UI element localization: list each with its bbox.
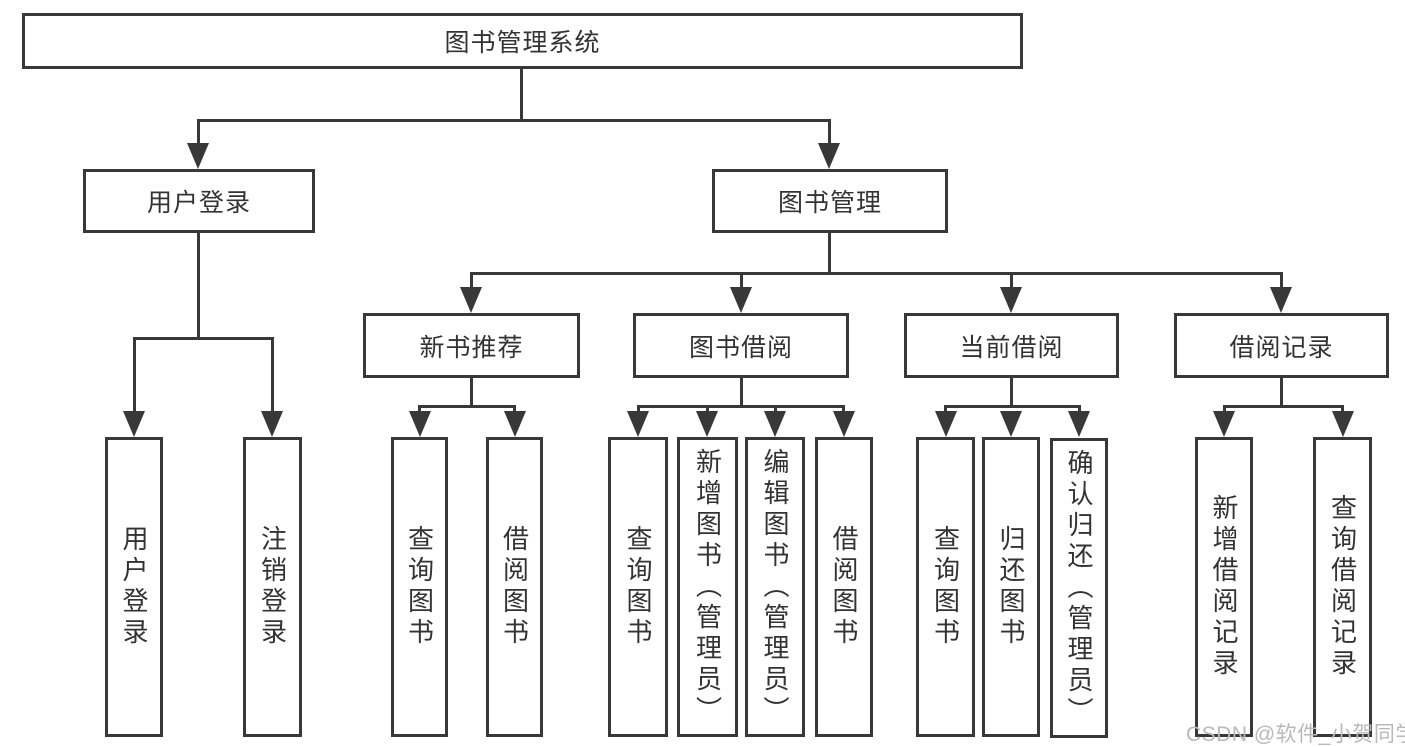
connector-line bbox=[520, 69, 523, 121]
connector-line bbox=[944, 405, 1081, 408]
node-label: 查询图书 bbox=[930, 525, 961, 649]
node-label: 借阅记录 bbox=[1229, 333, 1334, 362]
leaf-query-books-current: 查询图书 bbox=[916, 437, 975, 737]
connector-line bbox=[828, 119, 831, 145]
node-root-library-management-system: 图书管理系统 bbox=[22, 13, 1023, 69]
leaf-logout: 注销登录 bbox=[243, 437, 302, 737]
connector-line bbox=[271, 337, 274, 413]
arrow-down-icon bbox=[696, 411, 718, 437]
arrow-down-icon bbox=[1068, 411, 1090, 437]
connector-line bbox=[774, 405, 777, 413]
connector-line bbox=[944, 405, 947, 413]
node-user-login-branch: 用户登录 bbox=[83, 169, 315, 233]
leaf-edit-books-admin: 编辑图书（管理员） bbox=[745, 437, 805, 737]
connector-line bbox=[470, 272, 1283, 275]
leaf-query-books-recommendation: 查询图书 bbox=[391, 437, 448, 737]
connector-line bbox=[706, 405, 709, 413]
leaf-borrow-books-borrowing: 借阅图书 bbox=[815, 437, 873, 737]
node-label: 当前借阅 bbox=[959, 333, 1064, 362]
connector-line bbox=[828, 233, 831, 275]
node-label: 新增借阅记录 bbox=[1209, 494, 1239, 680]
connector-line bbox=[197, 233, 200, 340]
node-label: 用户登录 bbox=[146, 189, 251, 217]
node-new-book-recommendation: 新书推荐 bbox=[363, 313, 580, 378]
connector-line bbox=[513, 405, 516, 413]
arrow-down-icon bbox=[1000, 411, 1022, 437]
arrow-down-icon bbox=[818, 143, 840, 169]
node-label: 注销登录 bbox=[257, 525, 288, 649]
connector-line bbox=[740, 378, 743, 408]
connector-line bbox=[1010, 272, 1013, 288]
node-label: 编辑图书（管理员） bbox=[760, 447, 790, 727]
connector-line bbox=[133, 337, 136, 413]
arrow-down-icon bbox=[764, 411, 786, 437]
connector-line bbox=[197, 119, 831, 122]
leaf-confirm-return-admin: 确认归还（管理员） bbox=[1050, 438, 1108, 738]
connector-line bbox=[1010, 378, 1013, 408]
node-label: 用户登录 bbox=[119, 525, 149, 649]
arrow-down-icon bbox=[935, 411, 957, 437]
leaf-add-books-admin: 新增图书（管理员） bbox=[677, 437, 738, 737]
arrow-down-icon bbox=[1270, 287, 1292, 313]
node-book-management-branch: 图书管理 bbox=[712, 169, 948, 233]
arrow-down-icon bbox=[261, 411, 283, 437]
arrow-down-icon bbox=[123, 411, 145, 437]
connector-line bbox=[418, 405, 421, 413]
connector-line bbox=[1280, 378, 1283, 408]
leaf-query-books-borrowing: 查询图书 bbox=[608, 437, 668, 737]
node-label: 图书借阅 bbox=[688, 333, 793, 362]
arrow-down-icon bbox=[627, 411, 649, 437]
connector-line bbox=[842, 405, 845, 413]
leaf-user-login: 用户登录 bbox=[105, 437, 163, 737]
connector-line bbox=[1223, 405, 1226, 413]
node-label: 借阅图书 bbox=[829, 525, 859, 649]
node-label: 新书推荐 bbox=[419, 333, 524, 362]
arrow-down-icon bbox=[504, 411, 526, 437]
node-label: 归还图书 bbox=[996, 525, 1026, 649]
node-borrowing-records: 借阅记录 bbox=[1174, 313, 1389, 378]
connector-line bbox=[1280, 272, 1283, 288]
leaf-add-borrow-record: 新增借阅记录 bbox=[1195, 437, 1253, 737]
arrow-down-icon bbox=[730, 287, 752, 313]
node-book-borrowing: 图书借阅 bbox=[633, 313, 849, 378]
connector-line bbox=[470, 378, 473, 408]
arrow-down-icon bbox=[460, 287, 482, 313]
node-label: 借阅图书 bbox=[499, 525, 530, 649]
node-label: 查询图书 bbox=[404, 525, 435, 649]
node-current-borrowing: 当前借阅 bbox=[904, 313, 1119, 378]
leaf-borrow-books-recommendation: 借阅图书 bbox=[486, 437, 543, 737]
node-label: 图书管理 bbox=[777, 189, 882, 217]
node-label: 图书管理系统 bbox=[444, 29, 601, 57]
connector-line bbox=[1078, 405, 1081, 413]
connector-line bbox=[133, 337, 274, 340]
connector-line bbox=[197, 119, 200, 145]
connector-line bbox=[740, 272, 743, 288]
arrow-down-icon bbox=[1000, 287, 1022, 313]
connector-line bbox=[470, 272, 473, 288]
csdn-watermark: CSDN @软件_小贺同学 bbox=[1186, 723, 1405, 746]
node-label: 查询借阅记录 bbox=[1327, 494, 1358, 680]
connector-line bbox=[637, 405, 845, 408]
node-label: 确认归还（管理员） bbox=[1064, 448, 1094, 728]
connector-line bbox=[1223, 405, 1344, 408]
node-label: 新增图书（管理员） bbox=[692, 447, 723, 727]
arrow-down-icon bbox=[409, 411, 431, 437]
connector-line bbox=[1341, 405, 1344, 413]
connector-line bbox=[418, 405, 516, 408]
node-label: 查询图书 bbox=[623, 525, 653, 649]
leaf-query-borrow-record: 查询借阅记录 bbox=[1313, 437, 1372, 737]
arrow-down-icon bbox=[1332, 411, 1354, 437]
arrow-down-icon bbox=[187, 143, 209, 169]
connector-line bbox=[637, 405, 640, 413]
leaf-return-books: 归还图书 bbox=[982, 437, 1040, 737]
arrow-down-icon bbox=[1213, 411, 1235, 437]
arrow-down-icon bbox=[833, 411, 855, 437]
